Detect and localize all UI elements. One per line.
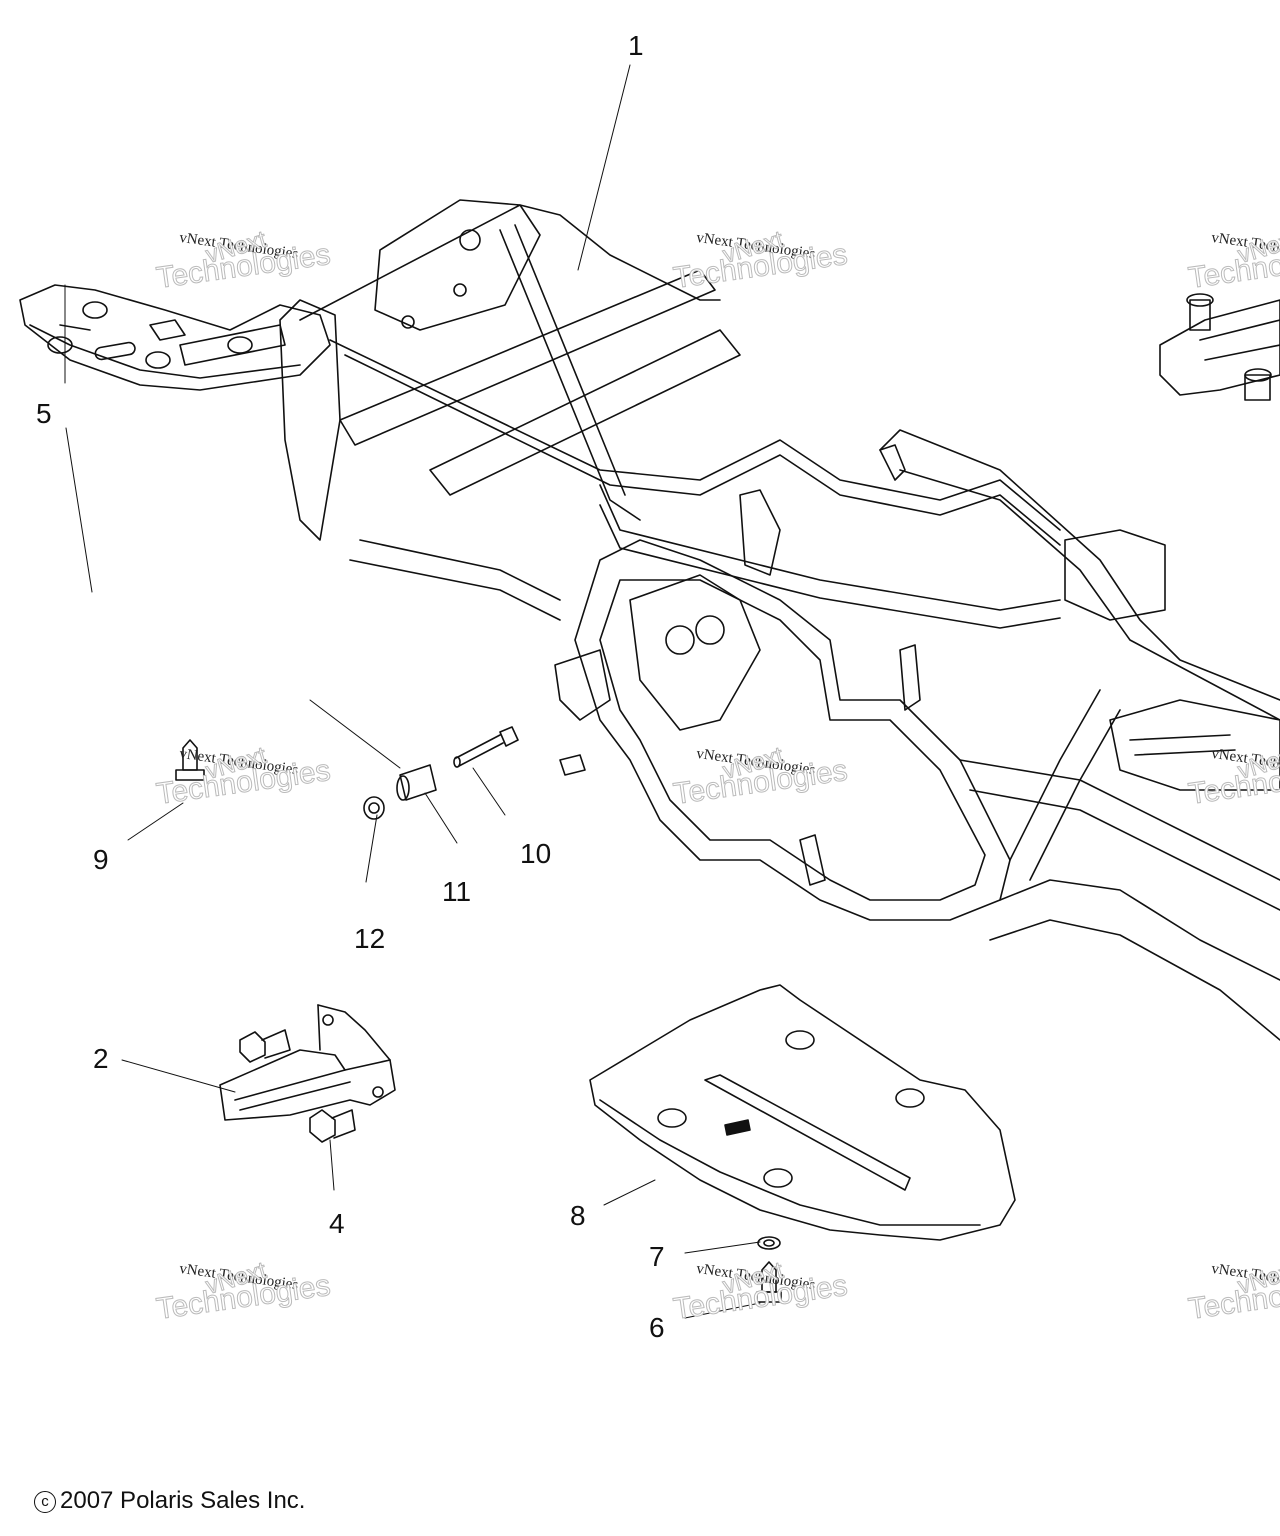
bolt-4-lower (309, 1109, 356, 1143)
screw-6 (756, 1261, 782, 1303)
callout-1[interactable]: 1 (628, 30, 644, 61)
bushing-11 (396, 764, 437, 801)
callout-9[interactable]: 9 (93, 844, 109, 875)
callout-11[interactable]: 11 (442, 876, 472, 907)
leader-4 (329, 1139, 335, 1191)
leader-10 (472, 767, 506, 816)
callout-12[interactable]: 12 (354, 923, 386, 954)
leader-2 (121, 1059, 236, 1093)
callout-5[interactable]: 5 (36, 398, 52, 429)
copyright-text: 2007 Polaris Sales Inc. (60, 1487, 306, 1514)
nut-12 (363, 796, 385, 820)
leader-12 (365, 814, 378, 883)
callout-6[interactable]: 6 (649, 1312, 665, 1343)
leader-6 (684, 1302, 761, 1319)
push-rivet (175, 739, 205, 781)
callout-2[interactable]: 2 (93, 1043, 109, 1074)
leader-7 (684, 1241, 761, 1254)
main-frame (279, 64, 1280, 1041)
bolt-10 (453, 726, 519, 768)
center-skid-plate (589, 984, 1016, 1241)
callout-7[interactable]: 7 (649, 1241, 665, 1272)
frame-fragment-right (1159, 293, 1280, 401)
callout-8[interactable]: 8 (570, 1200, 586, 1231)
mounting-bracket (219, 1004, 396, 1121)
leader-8 (603, 1179, 656, 1206)
copyright-icon: c (34, 1491, 56, 1513)
front-skid-plate (19, 284, 331, 391)
leader-11-upper (309, 699, 401, 769)
washer-7 (757, 1236, 781, 1250)
callout-4[interactable]: 4 (329, 1208, 345, 1239)
leader-9 (127, 802, 184, 841)
leader-11 (424, 792, 458, 844)
callout-10[interactable]: 10 (520, 838, 552, 869)
leader-lines (65, 427, 761, 1319)
leader-5 (65, 427, 93, 593)
bolt-4-upper (239, 1029, 291, 1063)
